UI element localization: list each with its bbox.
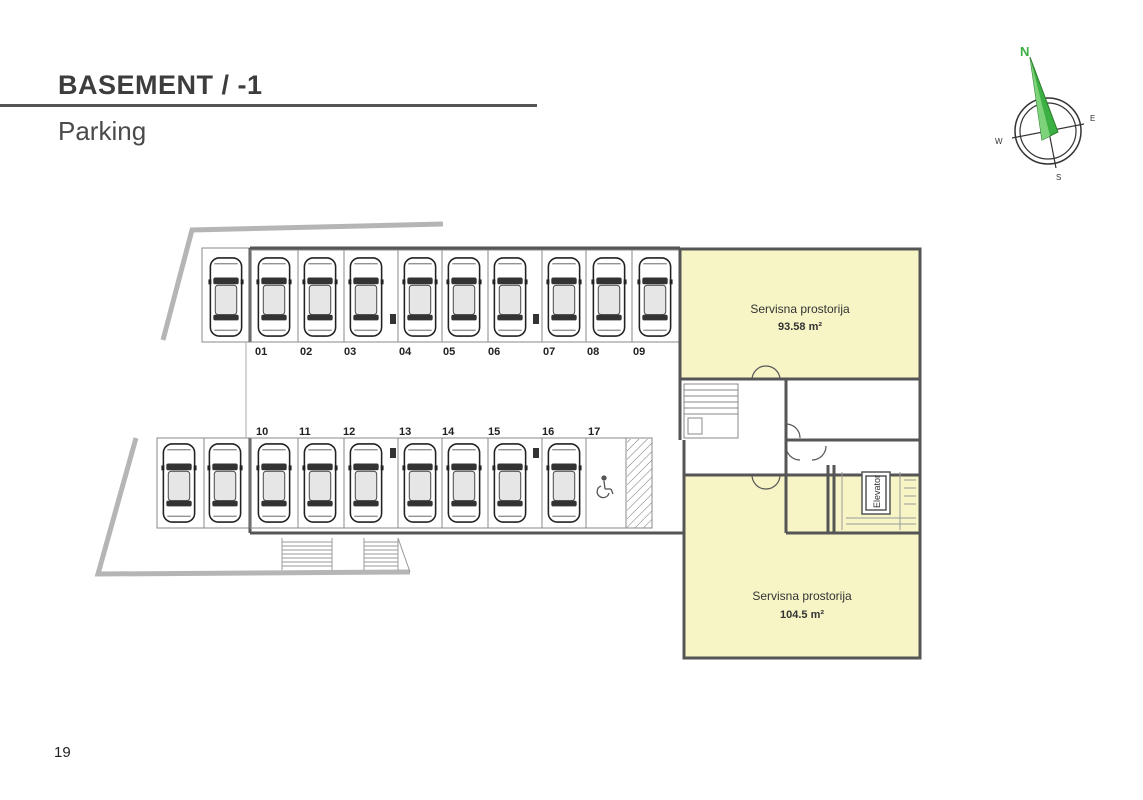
spot-label: 07 [543,346,555,358]
page-number: 19 [54,744,71,761]
accessible-parking-icon [596,475,614,499]
spot-label: 15 [488,426,500,438]
compass-south: S [1056,173,1061,182]
spot-label: 03 [344,346,356,358]
spot-label: 05 [443,346,455,358]
spot-label: 10 [256,426,268,438]
spot-label: 01 [255,346,267,358]
bottom-parking-row [203,437,653,529]
site-boundary-bottom [94,437,411,577]
compass-east: E [1090,114,1095,123]
spot-label: 17 [588,426,600,438]
elevator-label: Elevator [872,475,882,508]
spot-labels-top: 01 02 03 04 05 06 07 08 09 [255,346,645,358]
core-stairs [683,383,739,439]
title-divider [0,104,537,107]
compass-north: N [1020,44,1029,59]
spot-label: 13 [399,426,411,438]
spot-label: 11 [299,426,311,438]
spot-label: 04 [399,346,412,358]
doors [751,365,827,490]
ramp-stairs [281,537,411,573]
spot-label: 09 [633,346,645,358]
room-area: 93.58 m² [778,321,822,333]
cars [161,257,673,523]
spot-label: 02 [300,346,312,358]
compass-icon: N E S W [995,44,1095,182]
page-title: BASEMENT / -1 [58,70,263,100]
service-room-top [678,247,922,381]
elevator-shaft [841,471,916,530]
room-area: 104.5 m² [780,609,824,621]
top-parking-row [249,249,681,343]
spot-label: 14 [442,426,455,438]
page-subtitle: Parking [58,116,147,146]
spot-label: 16 [542,426,554,438]
spot-label: 12 [343,426,355,438]
spot-labels-bottom: 10 11 12 13 14 15 16 17 [256,426,600,438]
site-boundary-top [160,221,444,341]
compass-west: W [995,137,1003,146]
spot-label: 08 [587,346,599,358]
core-walls [678,380,922,535]
spot-label: 06 [488,346,500,358]
room-name: Servisna prostorija [752,589,852,603]
room-name: Servisna prostorija [750,302,850,316]
